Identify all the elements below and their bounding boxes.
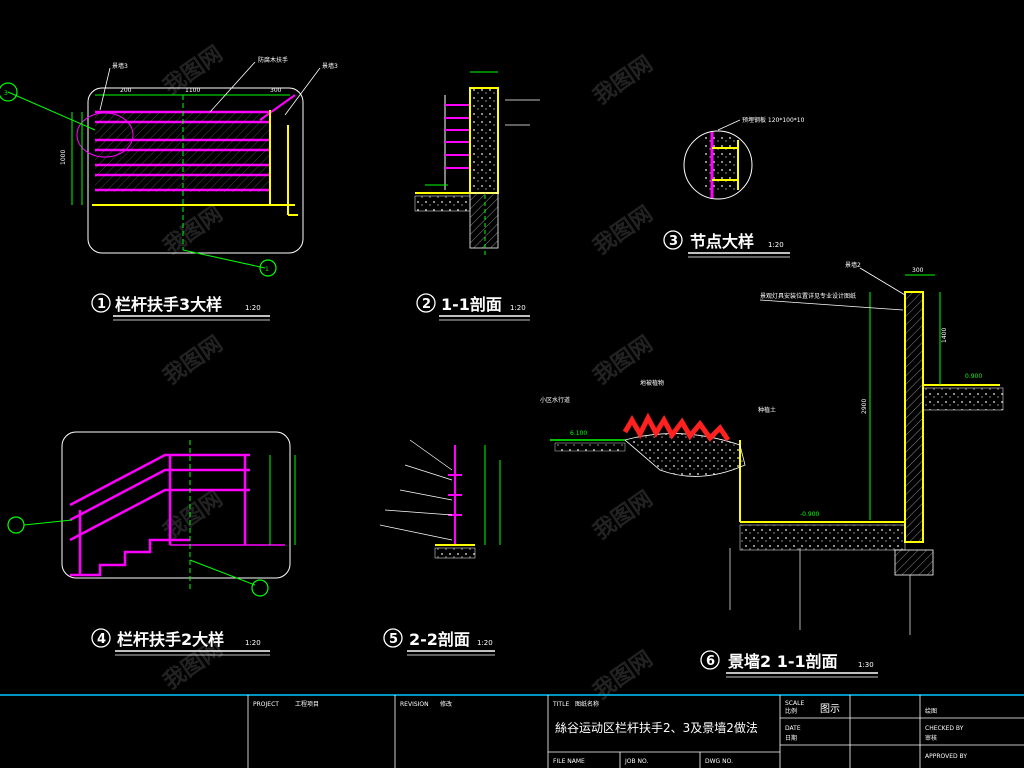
tb-scale-label: SCALE [785,700,804,707]
detail-scale: 1:20 [477,639,493,647]
d1-label-wall2: 景墙3 [322,62,338,70]
elevation: 0.900 [965,373,982,380]
tb-project-value: 工程项目 [295,700,319,708]
detail-title: 2-2剖面 [409,630,470,649]
svg-text:3: 3 [4,90,8,97]
detail-1-railing-3: 200 1100 300 1000 3 景墙3 防腐木扶手 景墙3 1 [0,56,338,277]
tb-date-sub: 日期 [785,734,797,742]
d1-label-wall: 景墙3 [112,62,128,70]
detail-6-wall-section: 300 1400 2900 景墙2 景观灯具安装位置详见专业设计图纸 小区水行道… [540,261,1004,635]
tb-file-label: FILE NAME [553,758,585,765]
svg-text:5: 5 [389,632,398,647]
detail-title: 景墙2 1-1剖面 [728,652,838,671]
d3-label: 预埋钢板 120*100*10 [742,116,805,124]
detail-2-title: 2 1-1剖面 1:20 [416,293,530,321]
tb-scale-sub: 比例 [785,707,797,715]
tb-approved-label: APPROVED BY [925,753,967,760]
detail-4-railing-2 [7,431,296,597]
tb-revision-label: REVISION [400,701,429,708]
tb-title-label: TITLE [552,701,569,708]
dim-label: 200 [120,87,132,94]
watermark-text: 我图网 [589,202,657,260]
d6-label-wall: 景墙2 [845,261,861,269]
tb-project-label: PROJECT [253,701,279,708]
watermark-text: 我图网 [589,52,657,110]
detail-title: 栏杆扶手2大样 [117,630,224,649]
detail-4-title: 4 栏杆扶手2大样 1:20 [91,628,270,656]
dim-label: 300 [270,87,282,94]
detail-5-title: 5 2-2剖面 1:20 [383,628,495,656]
dim-label: 2900 [861,399,868,414]
elevation: -0.900 [800,511,820,518]
tb-dwg-label: DWG NO. [705,758,733,765]
dim-label: 1400 [941,328,948,343]
svg-text:3: 3 [669,234,678,249]
tb-drawing-title: 絲谷运动区栏杆扶手2、3及景墙2做法 [555,720,758,735]
d6-label-note4: 种植土 [758,406,776,414]
tb-title-value: 图纸名称 [575,700,599,708]
d6-label-note1: 景观灯具安装位置详见专业设计图纸 [760,292,856,300]
tb-checked-label: CHECKED BY [925,725,964,732]
detail-title: 节点大样 [690,232,754,251]
svg-text:1: 1 [265,266,269,273]
watermark-text: 我图网 [159,202,227,260]
detail-5-section-2-2 [379,439,501,559]
svg-text:2: 2 [422,297,431,312]
svg-text:4: 4 [97,632,106,647]
detail-scale: 1:30 [858,661,874,669]
detail-6-title: 6 景墙2 1-1剖面 1:30 [700,650,878,678]
tb-date-label: DATE [785,725,801,732]
detail-scale: 1:20 [245,304,261,312]
d6-label-note3: 地被植物 [640,379,664,387]
d1-label-top: 防腐木扶手 [258,56,288,64]
detail-scale: 1:20 [768,241,784,249]
svg-text:1: 1 [97,297,106,312]
detail-scale: 1:20 [245,639,261,647]
tb-scale-value: 图示 [820,703,840,715]
detail-2-section-1-1 [414,71,540,255]
tb-job-label: JOB NO. [624,758,648,765]
detail-scale: 1:20 [510,304,526,312]
d6-label-note2: 小区水行道 [540,396,570,404]
title-block: PROJECT 工程项目 REVISION 修改 TITLE 图纸名称 絲谷运动… [0,694,1024,768]
detail-1-title: 1 栏杆扶手3大样 1:20 [91,293,270,321]
watermark-text: 我图网 [159,332,227,390]
watermark-text: 我图网 [589,487,657,545]
dim-label: 1100 [185,87,200,94]
dim-label: 300 [912,267,924,274]
detail-3-title: 3 节点大样 1:20 [663,230,790,258]
tb-checked-sub: 审核 [925,734,937,742]
tb-drawn-label: 绘图 [925,707,937,715]
svg-text:6: 6 [706,654,715,669]
detail-3-node: 预埋钢板 120*100*10 [683,116,805,200]
tb-revision-value: 修改 [440,700,452,708]
elevation: 6.100 [570,430,587,437]
watermark-text: 我图网 [589,647,657,705]
detail-title: 1-1剖面 [441,295,502,314]
dim-label: 1000 [60,150,67,165]
detail-title: 栏杆扶手3大样 [115,295,222,314]
